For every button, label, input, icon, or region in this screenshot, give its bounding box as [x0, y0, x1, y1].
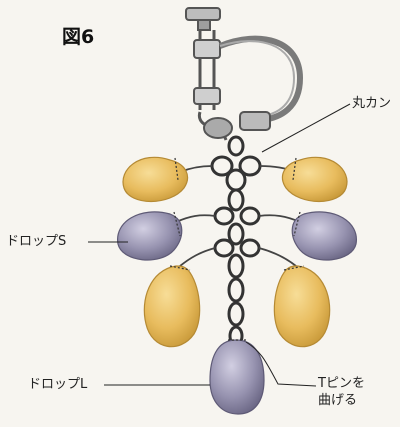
label-t-pin-line1: Tピンを — [318, 375, 394, 392]
label-drop-s: ドロップS — [6, 234, 66, 250]
gold-drop-lower-left — [144, 266, 199, 347]
figure-title: 図6 — [62, 22, 94, 49]
label-drop-l: ドロップL — [28, 377, 87, 393]
label-t-pin-line2: 曲げる — [318, 392, 394, 409]
purple-drop-large — [210, 340, 264, 414]
gold-drop-top-left — [123, 157, 188, 201]
gold-drop-top-right — [282, 157, 347, 201]
label-t-pin: Tピンを 曲げる — [318, 375, 394, 409]
chain-links — [212, 137, 260, 345]
gold-drop-lower-right — [274, 266, 329, 347]
purple-drop-middle-right — [292, 212, 356, 260]
label-round-ring: 丸カン — [352, 96, 391, 112]
earring-clip — [186, 8, 300, 140]
purple-drop-middle-left — [118, 212, 182, 260]
t-pin-wires — [176, 166, 300, 266]
